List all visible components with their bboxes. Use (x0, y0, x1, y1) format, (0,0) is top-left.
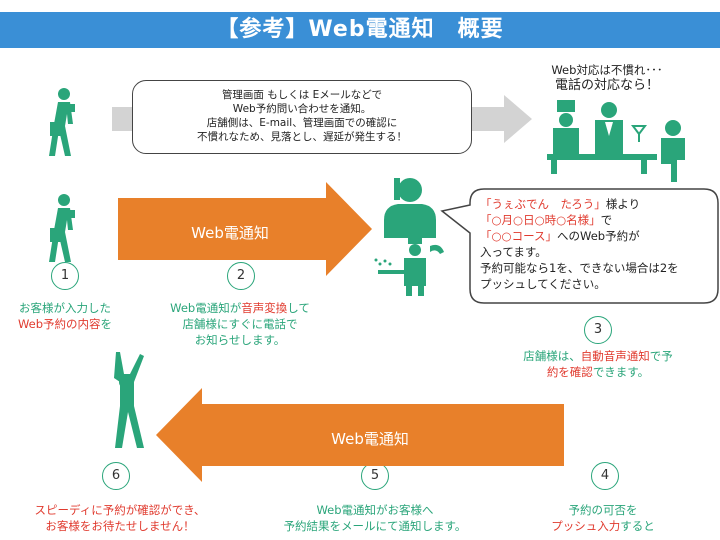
step-text-segment: すると (620, 519, 655, 533)
bubble-text: で (600, 213, 613, 227)
step-text-segment: お知らせします。 (194, 333, 286, 347)
top-box-line: 管理画面 もしくは Eメールなどで (221, 89, 383, 101)
step-number-6: 6 (102, 462, 130, 490)
staff-at-counter-icon (547, 100, 685, 182)
orange-arrow-right (118, 182, 372, 276)
step-text-segment: を (100, 317, 113, 331)
cheering-man-icon (114, 352, 144, 448)
step-text-segment: プッシュ入力 (551, 519, 621, 533)
top-right-caption: Web対応は不慣れ･･･ 電話の対応なら！ (522, 62, 692, 94)
step-number-3: 3 (584, 316, 612, 344)
bubble-line-2: 「○月○日○時○名様」で (480, 212, 712, 228)
step-text-segment: お客様が入力した (19, 301, 111, 315)
step-number-1: 1 (51, 262, 79, 290)
bubble-text: へのWeb予約が (557, 229, 640, 243)
step-text-segment: 予約結果をメールにて通知 (283, 519, 422, 533)
top-box-line: Web予約問い合わせを通知。 (232, 103, 372, 115)
page-title: 【参考】Web電通知 概要 (216, 17, 504, 42)
step-text-segment: スピーディに予約が確認ができ、 (34, 503, 206, 517)
step-text-1: お客様が入力した Web予約の内容を (0, 300, 130, 332)
step-text-segment: お客様をお待たせしません！ (45, 519, 195, 533)
bubble-line-4: 入ってます。 (480, 245, 547, 259)
customer-name: 「うぇぶでん たろう」 (480, 197, 606, 211)
top-info-box: 管理画面 もしくは Eメールなどで Web予約問い合わせを通知。 店舗側は、E-… (132, 80, 472, 154)
step-text-2: Web電通知が音声変換して店舗様にすぐに電話でお知らせします。 (150, 300, 330, 348)
bubble-text: 様より (605, 197, 641, 211)
step-text-segment: できます。 (592, 365, 650, 379)
title-bar (0, 12, 720, 48)
step-text-segment: 予約の可否を (568, 503, 638, 517)
man-on-phone-icon (384, 178, 436, 238)
step-number-2: 2 (227, 262, 255, 290)
bubble-line-1: 「うぇぶでん たろう」様より (480, 196, 712, 212)
step-number-4: 4 (591, 462, 619, 490)
bubble-line-6: プッシュしてください。 (480, 277, 606, 291)
walking-man-phone-icon (49, 88, 75, 156)
step-text-segment: Web電通知が (170, 301, 242, 315)
step-text-5: Web電通知がお客様へ予約結果をメールにて通知します。 (260, 502, 490, 534)
chef-icon (374, 236, 444, 296)
speech-bubble-shape (440, 188, 719, 304)
reservation-course: 「○○コース」 (480, 229, 557, 243)
speech-bubble-text: 「うぇぶでん たろう」様より 「○月○日○時○名様」で 「○○コース」へのWeb… (480, 196, 712, 292)
orange-arrow-left (156, 388, 564, 482)
reservation-datetime: 「○月○日○時○名様」 (480, 213, 601, 227)
step-text-segment: Web電通知がお客様へ (316, 503, 434, 517)
step-text-segment: します。 (421, 519, 467, 533)
step-text-6: スピーディに予約が確認ができ、お客様をお待たせしません！ (10, 502, 230, 534)
step-text-segment: 自動音声通知 (580, 349, 650, 363)
caption-line-1: Web対応は不慣れ･･･ (551, 63, 663, 77)
step-text-segment: で予 (649, 349, 673, 363)
step-text-3: 店舗様は、自動音声通知で予約を確認できます。 (498, 348, 698, 380)
caption-line-2: 電話の対応なら！ (554, 78, 659, 93)
step-text-segment: Web予約の内容 (17, 317, 101, 331)
arrow-left-label: Web電通知 (331, 430, 409, 448)
top-box-line: 店舗側は、E-mail、管理画面での確認に (206, 117, 398, 129)
step-text-4: 予約の可否をプッシュ入力すると (528, 502, 678, 534)
step-text-segment: して (287, 301, 310, 315)
step-number-5: 5 (361, 462, 389, 490)
arrow-right-label: Web電通知 (191, 224, 269, 242)
step-text-segment: 店舗様にすぐに電話で (182, 317, 298, 331)
bubble-line-3: 「○○コース」へのWeb予約が (480, 228, 712, 244)
step-text-segment: 音声変換 (241, 301, 288, 315)
step-text-segment: 店舗様は、 (523, 349, 581, 363)
walking-man-phone-icon (49, 194, 75, 262)
top-box-line: 不慣れなため、見落とし、遅延が発生する！ (197, 131, 407, 143)
step-text-segment: 約を確認 (546, 365, 593, 379)
bubble-line-5: 予約可能なら1を、できない場合は2を (480, 261, 679, 275)
